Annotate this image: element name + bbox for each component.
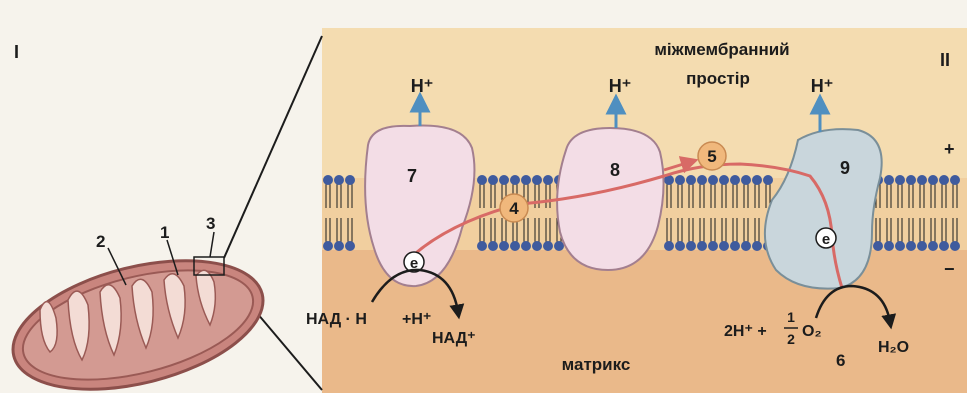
- panel-numeral-right: II: [940, 50, 950, 70]
- lipid-head: [488, 241, 498, 251]
- intermembrane-label-line1: міжмембранний: [654, 40, 789, 59]
- proton-label-3: H⁺: [811, 76, 834, 96]
- lipid-head: [950, 241, 960, 251]
- lipid-head: [554, 241, 564, 251]
- lipid-head: [323, 175, 333, 185]
- lipid-head: [334, 175, 344, 185]
- lipid-head: [884, 241, 894, 251]
- charge-minus: −: [944, 259, 955, 279]
- complex-8-label: 8: [610, 160, 620, 180]
- lipid-head: [477, 241, 487, 251]
- lipid-head: [345, 241, 355, 251]
- lipid-head: [510, 241, 520, 251]
- proton-label-2: H⁺: [609, 76, 632, 96]
- complex-9-label: 9: [840, 158, 850, 178]
- lipid-head: [895, 175, 905, 185]
- lipid-head: [730, 241, 740, 251]
- lipid-head: [664, 241, 674, 251]
- leader-3: [210, 232, 214, 257]
- lipid-head: [719, 175, 729, 185]
- lipid-head: [532, 241, 542, 251]
- carrier-4-label: 4: [509, 199, 519, 218]
- lipid-head: [928, 175, 938, 185]
- lipid-head: [345, 175, 355, 185]
- lipid-head: [741, 175, 751, 185]
- lipid-head: [906, 241, 916, 251]
- nadh-proton-label: +Н⁺: [402, 311, 431, 328]
- oxygen-left-label: 2Н⁺ +: [724, 323, 767, 340]
- half-denominator: 2: [787, 331, 795, 347]
- electron-symbol-2: e: [822, 231, 830, 248]
- charge-plus: +: [944, 139, 955, 159]
- lipid-head: [741, 241, 751, 251]
- lipid-head: [686, 175, 696, 185]
- lipid-head: [334, 241, 344, 251]
- mito-label-2: 2: [96, 232, 105, 251]
- mitochondrion: 1 2 3: [0, 214, 276, 393]
- carrier-5-label: 5: [707, 147, 716, 166]
- nad-plus-label: НАД⁺: [432, 330, 476, 347]
- lipid-head: [510, 175, 520, 185]
- lipid-head: [950, 175, 960, 185]
- lipid-head: [675, 241, 685, 251]
- lipid-head: [752, 241, 762, 251]
- lipid-head: [323, 241, 333, 251]
- lipid-head: [906, 175, 916, 185]
- lipid-head: [697, 241, 707, 251]
- lipid-head: [730, 175, 740, 185]
- complex-7-label: 7: [407, 166, 417, 186]
- nadh-label: НАД · Н: [306, 311, 367, 328]
- lipid-head: [917, 175, 927, 185]
- water-label: Н₂О: [878, 339, 909, 356]
- half-numerator: 1: [787, 309, 795, 325]
- oxygen-label: О₂: [802, 323, 822, 340]
- lipid-head: [543, 241, 553, 251]
- intermembrane-label-line2: простір: [686, 69, 750, 88]
- lipid-head: [521, 241, 531, 251]
- lipid-head: [752, 175, 762, 185]
- lipid-head: [708, 175, 718, 185]
- lipid-head: [499, 175, 509, 185]
- lipid-head: [939, 175, 949, 185]
- lipid-head: [532, 175, 542, 185]
- lipid-head: [499, 241, 509, 251]
- lipid-head: [873, 241, 883, 251]
- lipid-head: [917, 241, 927, 251]
- matrix-label: матрикс: [562, 355, 631, 374]
- lipid-head: [543, 175, 553, 185]
- lipid-head: [763, 175, 773, 185]
- lipid-head: [939, 241, 949, 251]
- lipid-head: [928, 241, 938, 251]
- lipid-head: [521, 175, 531, 185]
- mito-label-1: 1: [160, 223, 169, 242]
- lipid-head: [675, 175, 685, 185]
- lipid-head: [697, 175, 707, 185]
- panel-numeral-left: I: [14, 42, 19, 62]
- mito-label-3: 3: [206, 214, 215, 233]
- zoom-line-top: [224, 36, 322, 258]
- proton-label-1: H⁺: [411, 76, 434, 96]
- lipid-head: [895, 241, 905, 251]
- lipid-head: [719, 241, 729, 251]
- lipid-head: [884, 175, 894, 185]
- lipid-head: [708, 241, 718, 251]
- step-6-label: 6: [836, 351, 845, 370]
- complex-8: [557, 128, 663, 270]
- lipid-head: [477, 175, 487, 185]
- lipid-head: [686, 241, 696, 251]
- lipid-head: [488, 175, 498, 185]
